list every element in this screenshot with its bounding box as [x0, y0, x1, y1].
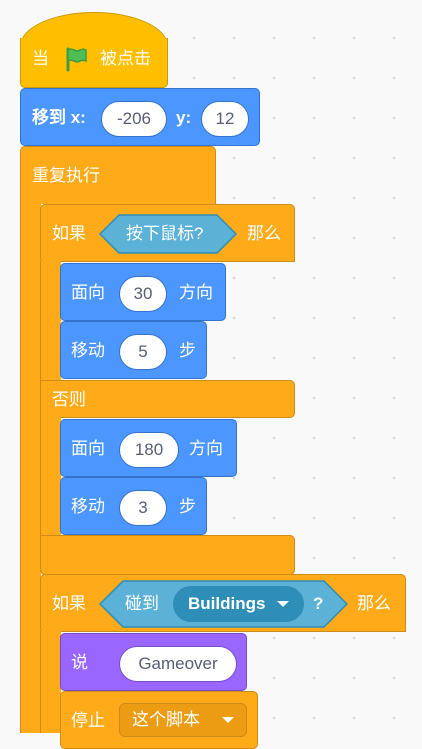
- move-label: 移动: [71, 341, 105, 360]
- forever-label: 重复执行: [32, 166, 100, 185]
- say-message-input[interactable]: Gameover: [119, 646, 237, 682]
- point-in-direction-block[interactable]: 面向 30 方向: [60, 263, 226, 321]
- move-steps-block[interactable]: 移动 3 步: [60, 477, 207, 535]
- steps-input[interactable]: 5: [119, 334, 167, 370]
- steps-label: 步: [179, 341, 196, 360]
- x-value-input[interactable]: -206: [101, 101, 167, 137]
- go-to-xy-block[interactable]: 移到 x: -206 y: 12: [20, 88, 260, 146]
- steps-label: 步: [179, 497, 196, 516]
- if-touching-arm: [40, 630, 61, 733]
- go-to-x-label: 移到 x:: [32, 108, 86, 127]
- direction-label: 方向: [179, 283, 213, 302]
- if-label: 如果: [52, 224, 86, 243]
- steps-input[interactable]: 3: [119, 490, 167, 526]
- touching-target-dropdown[interactable]: Buildings: [173, 586, 304, 622]
- if-else-block[interactable]: 如果 按下鼠标? 那么: [40, 204, 295, 262]
- move-steps-block[interactable]: 移动 5 步: [60, 321, 207, 379]
- touching-label: 碰到: [125, 594, 159, 613]
- chevron-down-icon: [277, 601, 289, 607]
- green-flag-icon[interactable]: [62, 45, 90, 73]
- direction-input[interactable]: 180: [119, 432, 179, 468]
- then-label: 那么: [247, 224, 281, 243]
- point-label: 面向: [71, 439, 105, 458]
- move-label: 移动: [71, 497, 105, 516]
- when-label: 当: [32, 49, 49, 68]
- mouse-down-label: 按下鼠标?: [126, 224, 204, 243]
- mouse-down-condition[interactable]: 按下鼠标?: [98, 214, 238, 254]
- forever-block[interactable]: 重复执行: [20, 146, 216, 204]
- if-touching-block[interactable]: 如果 碰到 Buildings ? 那么: [40, 574, 406, 632]
- if-else-arm-top: [40, 260, 61, 382]
- question-mark-label: ?: [313, 594, 324, 613]
- say-block[interactable]: 说 Gameover: [60, 633, 247, 691]
- stop-label: 停止: [71, 711, 105, 730]
- if-label: 如果: [52, 594, 86, 613]
- touching-target-label: Buildings: [188, 594, 266, 613]
- y-value-input[interactable]: 12: [201, 101, 249, 137]
- clicked-label: 被点击: [100, 49, 151, 68]
- point-in-direction-block[interactable]: 面向 180 方向: [60, 419, 237, 477]
- touching-condition[interactable]: 碰到 Buildings ?: [98, 580, 349, 628]
- say-label: 说: [71, 653, 88, 672]
- point-label: 面向: [71, 283, 105, 302]
- chevron-down-icon: [222, 717, 234, 723]
- then-label: 那么: [357, 594, 391, 613]
- else-bar: 否则: [40, 380, 295, 418]
- direction-label: 方向: [189, 439, 223, 458]
- stop-option-dropdown[interactable]: 这个脚本: [119, 703, 247, 737]
- else-label: 否则: [52, 390, 86, 409]
- when-flag-clicked-block[interactable]: 当 被点击: [20, 38, 168, 88]
- if-else-bottom-bar: [40, 535, 295, 575]
- forever-block-arm: [20, 203, 41, 733]
- y-label: y:: [176, 108, 192, 127]
- if-else-arm-bottom: [40, 417, 61, 537]
- direction-input[interactable]: 30: [119, 276, 167, 312]
- stop-option-label: 这个脚本: [132, 710, 200, 729]
- stop-block[interactable]: 停止 这个脚本: [60, 691, 258, 749]
